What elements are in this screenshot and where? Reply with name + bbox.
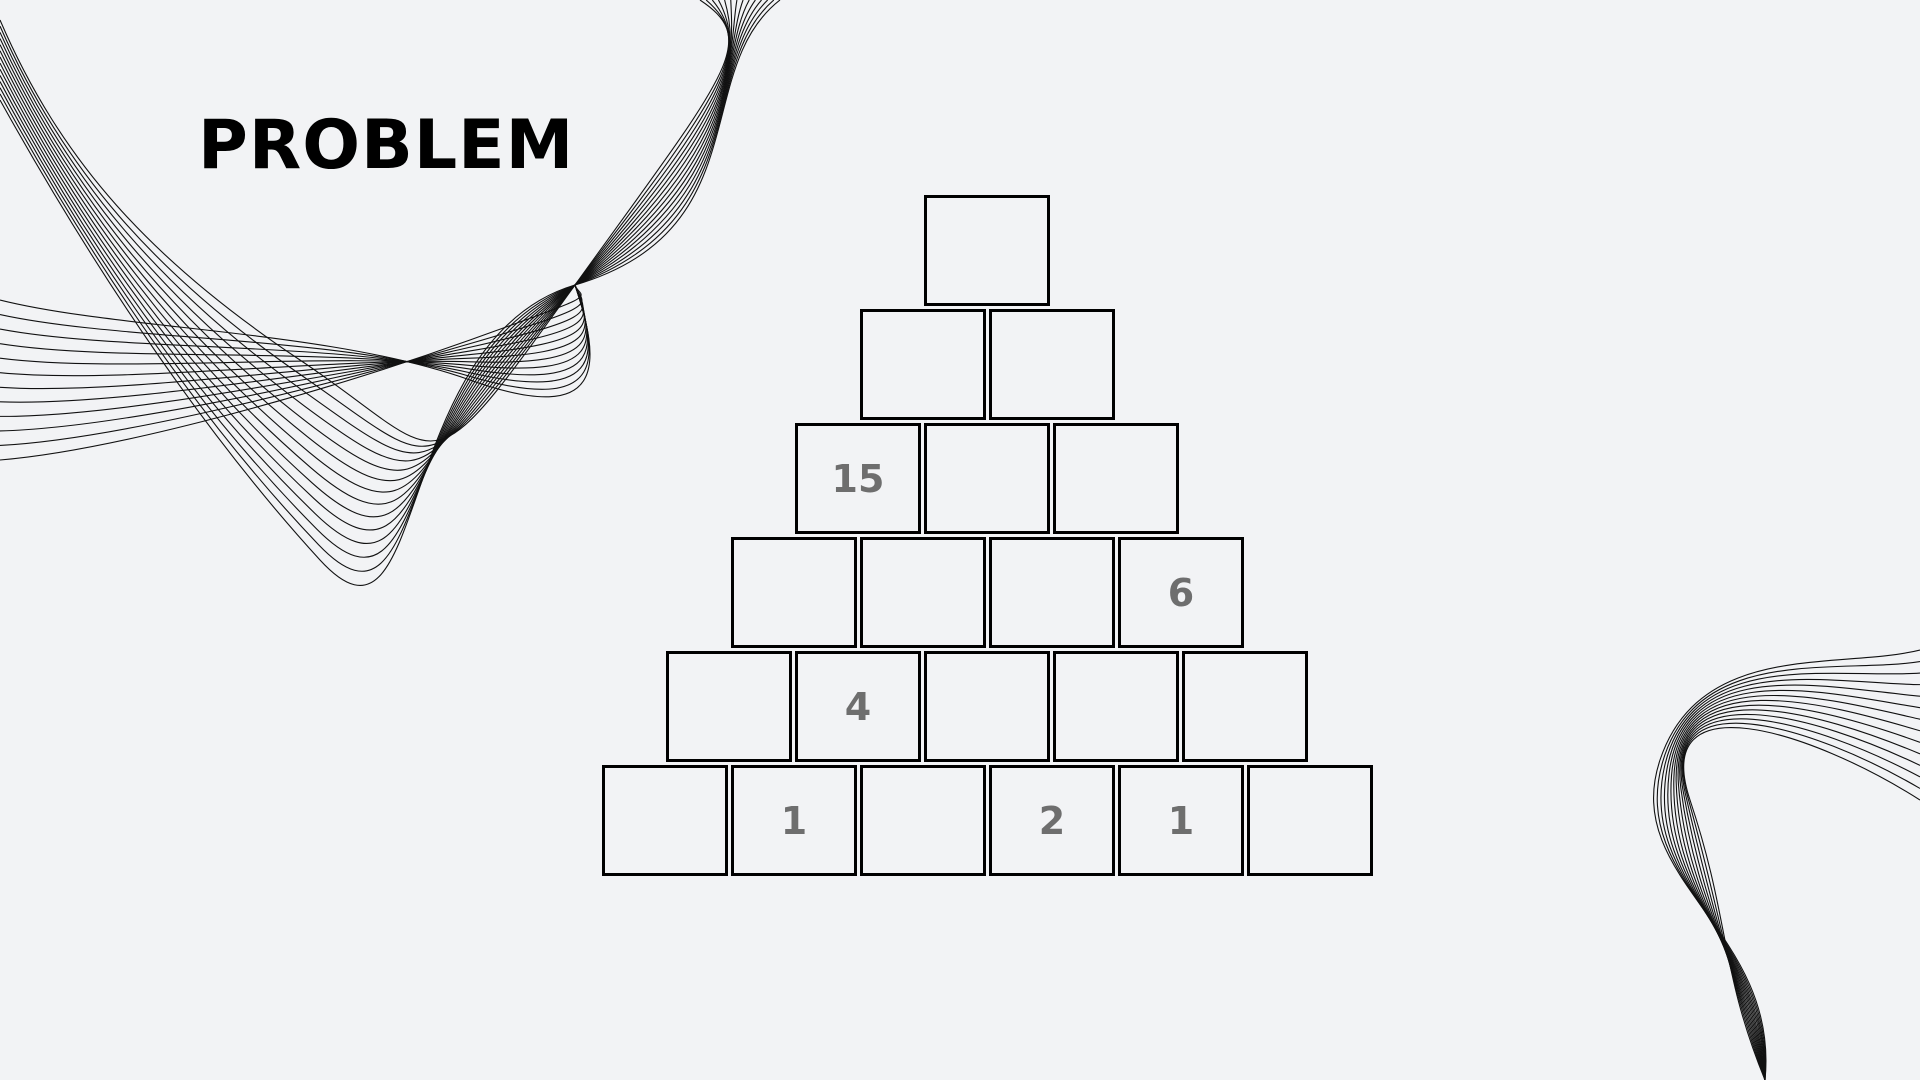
- pyramid-cell: [1182, 651, 1308, 762]
- wave-lines-decoration-top-left: [0, 0, 781, 587]
- pyramid-cell: [1053, 423, 1179, 534]
- pyramid-cell: 1: [731, 765, 857, 876]
- pyramid-cell: [924, 651, 1050, 762]
- pyramid-cell: [989, 309, 1115, 420]
- pyramid-cell: [924, 423, 1050, 534]
- pyramid-cell: 15: [795, 423, 921, 534]
- pyramid-cell: [924, 195, 1050, 306]
- pyramid-cell: [602, 765, 728, 876]
- pyramid-cell: [989, 537, 1115, 648]
- pyramid-cell: [860, 765, 986, 876]
- pyramid-cell: 6: [1118, 537, 1244, 648]
- pyramid-cell: [1053, 651, 1179, 762]
- page-title: PROBLEM: [198, 106, 575, 185]
- pyramid-cell: 2: [989, 765, 1115, 876]
- wave-lines-decoration-bottom-right: [1653, 649, 1920, 1080]
- pyramid-cell: [731, 537, 857, 648]
- pyramid-cell: [1247, 765, 1373, 876]
- pyramid-cell: [860, 309, 986, 420]
- pyramid-cell: 1: [1118, 765, 1244, 876]
- pyramid-cell: [860, 537, 986, 648]
- pyramid-cell: [666, 651, 792, 762]
- pyramid-cell: 4: [795, 651, 921, 762]
